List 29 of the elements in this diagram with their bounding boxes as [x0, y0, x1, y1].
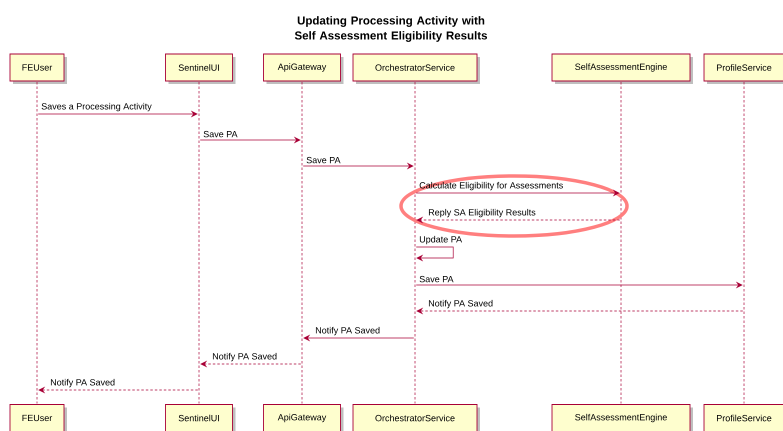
diagram-title: Updating Processing Activity with Self Assessment Eligibility Results [294, 16, 488, 42]
message-label: Update PA [420, 236, 462, 244]
participant-box: SentinelUI [165, 404, 236, 431]
lifeline [198, 82, 200, 404]
lifeline [414, 82, 416, 404]
message-label: Notify PA Saved [50, 378, 114, 388]
message-label: Notify PA Saved [428, 300, 492, 308]
participant-box: SelfAssessmentEngine [552, 54, 693, 84]
message-label: Save PA [420, 276, 454, 282]
message-label: Calculate Eligibility for Assessments [420, 182, 563, 190]
participant-box: OrchestratorService [352, 54, 480, 84]
participant-box: ApiGateway [263, 54, 344, 84]
message-label: Save PA [204, 130, 238, 138]
participant-box: SelfAssessmentEngine [552, 404, 693, 431]
message-label: Notify PA Saved [316, 326, 380, 336]
participant-box: FEUser [10, 404, 67, 431]
participant-box: ApiGateway [263, 404, 344, 431]
message-label: Save PA [306, 156, 341, 164]
message-label: Saves a Processing Activity [42, 102, 152, 112]
lifeline [620, 82, 622, 404]
message-label: Reply SA Eligibility Results [428, 208, 536, 218]
participant-box: SentinelUI [165, 54, 236, 84]
message-label: Notify PA Saved [212, 352, 276, 362]
participant-box: ProfileService [704, 54, 783, 84]
participant-box: ProfileService [704, 404, 783, 431]
lifeline [36, 82, 38, 404]
participant-box: OrchestratorService [352, 404, 480, 431]
self-message-arrow [416, 246, 454, 262]
participant-box: FEUser [10, 54, 67, 84]
